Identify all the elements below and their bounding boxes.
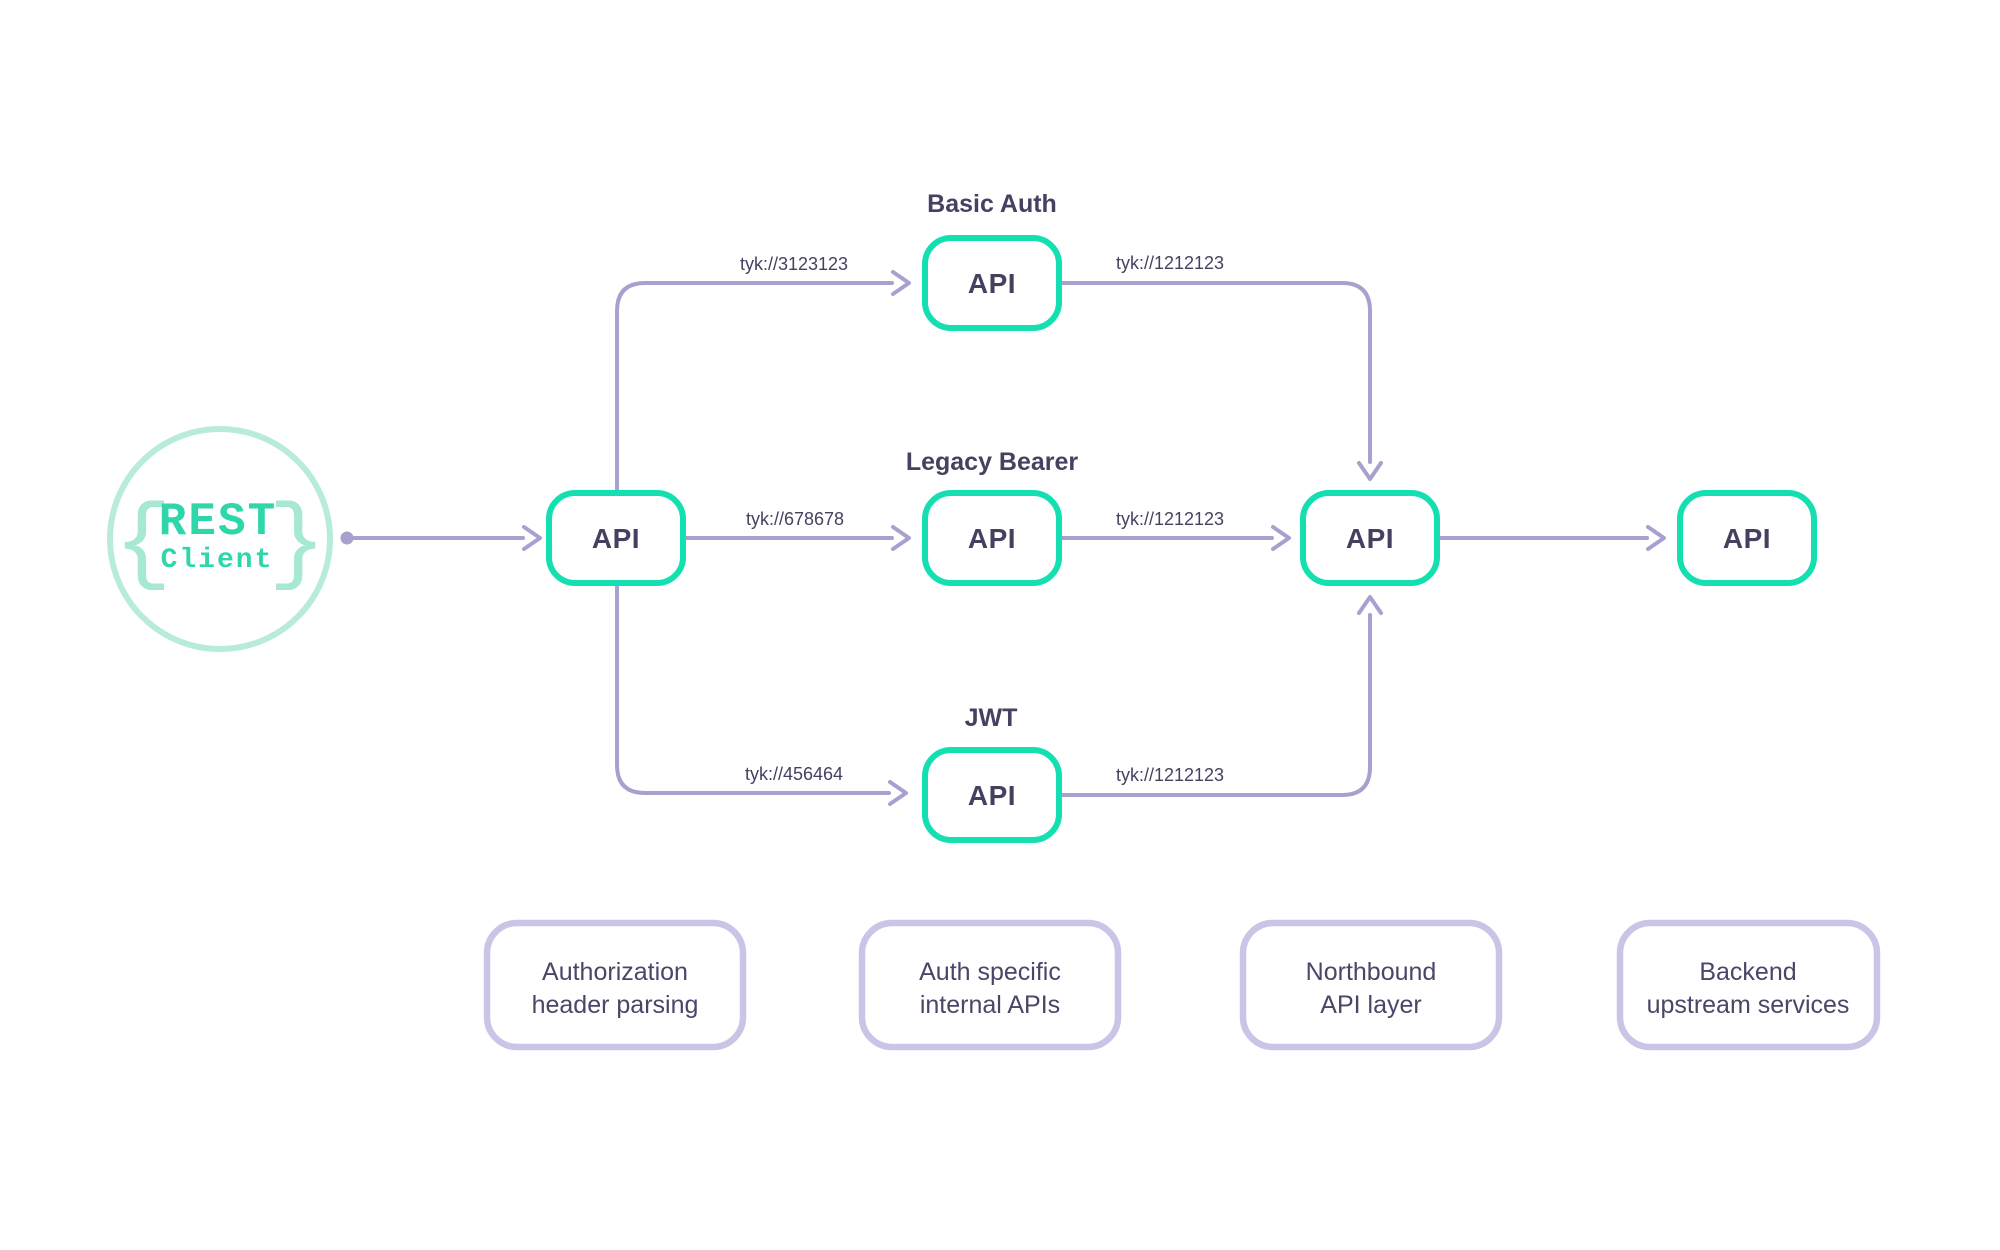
edge-line [1056, 281, 1372, 464]
arrowhead-icon [888, 780, 908, 806]
edge-line [615, 581, 891, 795]
rest-client-label-line2: Client [161, 545, 274, 576]
api-node-jwt: JWT API [922, 704, 1062, 843]
footer-label-line2: upstream services [1647, 991, 1850, 1019]
footer-box [483, 919, 747, 1051]
footer-label-line1: Backend [1699, 958, 1796, 986]
arrowhead-icon [1357, 461, 1383, 481]
edge-client-to-gateway [340, 525, 542, 551]
arrowhead-icon [891, 525, 911, 551]
footer-label-line2: API layer [1320, 991, 1421, 1019]
footer-label-line1: Northbound [1306, 958, 1437, 986]
api-box-label: API [592, 523, 640, 554]
edge-northbound-to-backend [1435, 525, 1666, 551]
node-title: JWT [965, 704, 1018, 732]
api-box-label: API [1723, 523, 1771, 554]
footer-label-line2: header parsing [532, 991, 699, 1019]
rest-client-node: { } REST Client [107, 426, 333, 652]
api-node-basic-auth: Basic Auth API [922, 190, 1062, 331]
footer-box [1616, 919, 1881, 1051]
arrowhead-icon [891, 270, 911, 296]
footer-label-line1: Authorization [542, 958, 688, 986]
rest-client-brace-right: } [268, 490, 326, 599]
api-box-label: API [1346, 523, 1394, 554]
api-node-northbound: API [1300, 490, 1440, 586]
api-box-label: API [968, 780, 1016, 811]
arrowhead-icon [522, 525, 542, 551]
edge-gateway-to-basic: tyk://3123123 [615, 254, 911, 495]
arrowhead-icon [1646, 525, 1666, 551]
footer-label-line1: Auth specific [919, 958, 1061, 986]
api-node-gateway: API [546, 490, 686, 586]
edge-legacy-to-northbound: tyk://1212123 [1056, 509, 1291, 551]
edge-basic-to-northbound: tyk://1212123 [1056, 253, 1383, 481]
footer-box [1239, 919, 1503, 1051]
api-box [1300, 490, 1440, 586]
api-box-label: API [968, 268, 1016, 299]
api-node-backend: API [1677, 490, 1817, 586]
rest-client-circle-icon [107, 426, 333, 652]
rest-client-label-line1: REST [159, 496, 277, 548]
edge-url-label: tyk://3123123 [740, 254, 848, 274]
arrowhead-icon [1357, 595, 1383, 615]
edge-line [615, 281, 894, 495]
edge-line [1056, 613, 1372, 797]
api-box [922, 747, 1062, 843]
footer-label-line2: internal APIs [920, 991, 1060, 1019]
arrowhead-icon [1271, 525, 1291, 551]
api-box [546, 490, 686, 586]
edge-gateway-to-jwt: tyk://456464 [615, 581, 908, 806]
api-box [922, 490, 1062, 586]
edge-url-label: tyk://1212123 [1116, 765, 1224, 785]
node-title: Legacy Bearer [906, 448, 1079, 476]
footer-box [858, 919, 1122, 1051]
edge-url-label: tyk://1212123 [1116, 509, 1224, 529]
footer-box-auth-specific-internal-apis: Auth specific internal APIs [858, 919, 1122, 1051]
footer-box-backend-upstream-services: Backend upstream services [1616, 919, 1881, 1051]
api-node-legacy-bearer: Legacy Bearer API [906, 448, 1079, 586]
api-box [922, 235, 1062, 331]
edge-url-label: tyk://1212123 [1116, 253, 1224, 273]
edge-url-label: tyk://678678 [746, 509, 844, 529]
edge-url-label: tyk://456464 [745, 764, 843, 784]
api-box [1677, 490, 1817, 586]
footer-box-northbound-api-layer: Northbound API layer [1239, 919, 1503, 1051]
node-title: Basic Auth [927, 190, 1057, 218]
edge-start-dot [340, 531, 354, 545]
edge-gateway-to-legacy: tyk://678678 [681, 509, 911, 551]
footer-box-authorization-header-parsing: Authorization header parsing [483, 919, 747, 1051]
api-box-label: API [968, 523, 1016, 554]
rest-client-brace-left: { [114, 490, 172, 599]
edge-jwt-to-northbound: tyk://1212123 [1056, 595, 1383, 797]
